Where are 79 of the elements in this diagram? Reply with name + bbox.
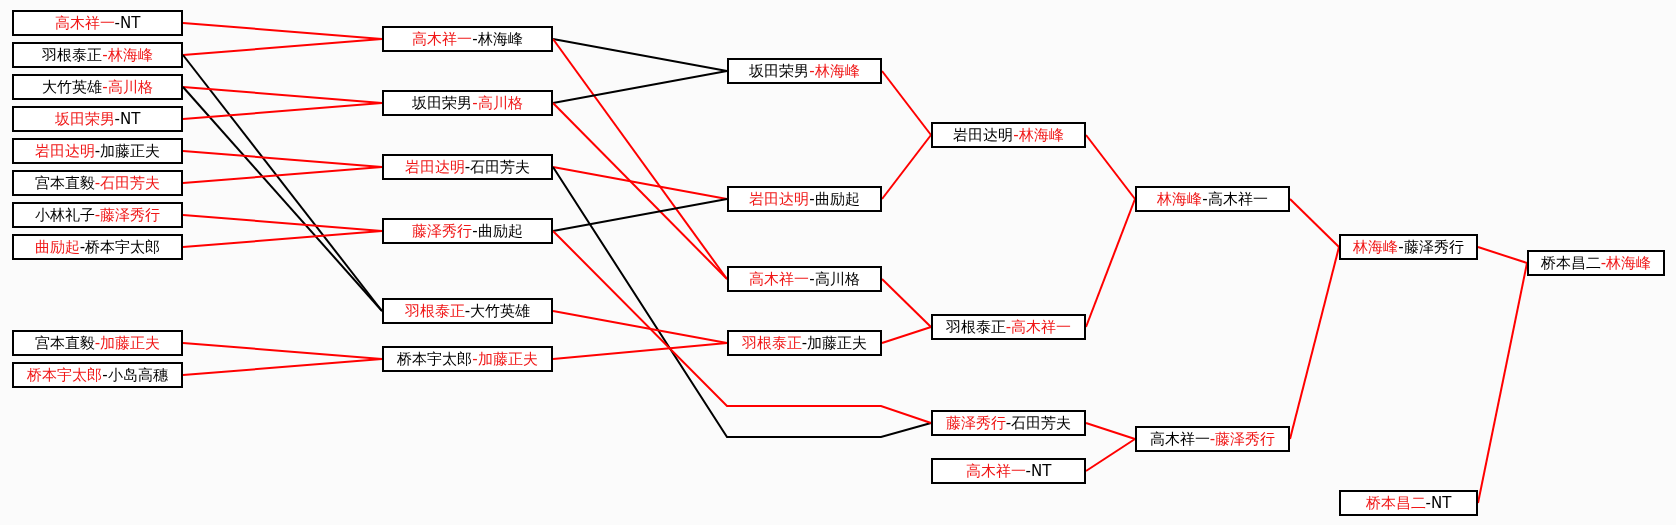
bracket-line bbox=[182, 166, 383, 184]
match-box bbox=[12, 170, 183, 196]
match-box bbox=[1527, 250, 1665, 276]
match-box bbox=[931, 410, 1086, 436]
match-label: 桥本宇太郎-小岛高穗 bbox=[27, 366, 168, 384]
match-label: 高木祥一-高川格 bbox=[749, 270, 860, 288]
match-box bbox=[382, 218, 553, 244]
bracket-line bbox=[881, 326, 932, 344]
bracket-line bbox=[552, 198, 728, 232]
match-label: 岩田达明-加藤正夫 bbox=[34, 142, 161, 160]
match-box bbox=[1135, 186, 1290, 212]
match-box bbox=[12, 10, 183, 36]
bracket-line bbox=[1477, 246, 1528, 264]
match-label: 坂田荣男-林海峰 bbox=[749, 62, 860, 80]
match-label: 曲励起-桥本宇太郎 bbox=[34, 238, 161, 256]
bracket-line bbox=[1085, 198, 1136, 328]
match-label: 高木祥一-林海峰 bbox=[412, 30, 523, 48]
match-label: 桥本宇太郎-加藤正夫 bbox=[397, 350, 538, 368]
match-box bbox=[1339, 234, 1478, 260]
match-box bbox=[12, 138, 183, 164]
bracket-line bbox=[1085, 422, 1136, 440]
match-label: 大竹英雄-高川格 bbox=[42, 78, 153, 96]
bracket-line bbox=[881, 134, 932, 200]
match-box bbox=[931, 122, 1086, 148]
match-box bbox=[382, 346, 553, 372]
match-label: 桥本昌二-林海峰 bbox=[1540, 254, 1652, 272]
match-box bbox=[382, 90, 553, 116]
match-box bbox=[12, 74, 183, 100]
match-box bbox=[12, 362, 183, 388]
match-label: 羽根泰正-高木祥一 bbox=[945, 318, 1072, 336]
match-label: 岩田达明-曲励起 bbox=[749, 190, 860, 208]
match-box bbox=[931, 458, 1086, 484]
match-label: 高木祥一-NT bbox=[54, 14, 141, 32]
bracket-line bbox=[182, 358, 383, 376]
match-box bbox=[382, 298, 553, 324]
bracket-line bbox=[881, 70, 932, 136]
match-box bbox=[382, 26, 553, 52]
match-label: 林海峰-高木祥一 bbox=[1157, 190, 1268, 208]
match-label: 坂田荣男-NT bbox=[54, 110, 141, 128]
match-box bbox=[1135, 426, 1290, 452]
match-box bbox=[727, 266, 882, 292]
match-label: 藤泽秀行-石田芳夫 bbox=[945, 414, 1072, 432]
match-label: 桥本昌二-NT bbox=[1365, 494, 1452, 512]
match-box bbox=[727, 58, 882, 84]
bracket-line bbox=[881, 278, 932, 328]
bracket-line bbox=[552, 230, 932, 424]
match-label: 藤泽秀行-曲励起 bbox=[412, 222, 523, 240]
match-label: 宫本直毅-石田芳夫 bbox=[34, 174, 161, 192]
bracket-line bbox=[182, 230, 383, 248]
bracket-line bbox=[1289, 198, 1340, 248]
bracket-line bbox=[552, 342, 728, 360]
match-box bbox=[727, 330, 882, 356]
match-label: 林海峰-藤泽秀行 bbox=[1353, 238, 1464, 256]
match-label: 高木祥一-NT bbox=[965, 462, 1052, 480]
match-label: 羽根泰正-林海峰 bbox=[42, 46, 153, 64]
match-box bbox=[382, 154, 553, 180]
bracket-line bbox=[552, 70, 728, 104]
match-label: 高木祥一-藤泽秀行 bbox=[1149, 430, 1276, 448]
match-box bbox=[1339, 490, 1478, 516]
match-box bbox=[12, 202, 183, 228]
bracket-line bbox=[552, 102, 728, 280]
match-box bbox=[12, 330, 183, 356]
match-label: 宫本直毅-加藤正夫 bbox=[34, 334, 161, 352]
match-box bbox=[12, 42, 183, 68]
match-label: 羽根泰正-加藤正夫 bbox=[741, 334, 868, 352]
bracket-line bbox=[1085, 134, 1136, 200]
match-label: 羽根泰正-大竹英雄 bbox=[404, 302, 531, 320]
match-box bbox=[931, 314, 1086, 340]
match-label: 岩田达明-林海峰 bbox=[953, 126, 1064, 144]
bracket-line bbox=[182, 38, 383, 56]
bracket-line bbox=[1085, 438, 1136, 472]
match-box bbox=[727, 186, 882, 212]
match-box bbox=[12, 106, 183, 132]
match-label: 坂田荣男-高川格 bbox=[412, 94, 523, 112]
match-box bbox=[12, 234, 183, 260]
bracket-line bbox=[182, 102, 383, 120]
bracket-line bbox=[552, 166, 932, 438]
match-label: 小林礼子-藤泽秀行 bbox=[34, 206, 161, 224]
match-label: 岩田达明-石田芳夫 bbox=[404, 158, 531, 176]
